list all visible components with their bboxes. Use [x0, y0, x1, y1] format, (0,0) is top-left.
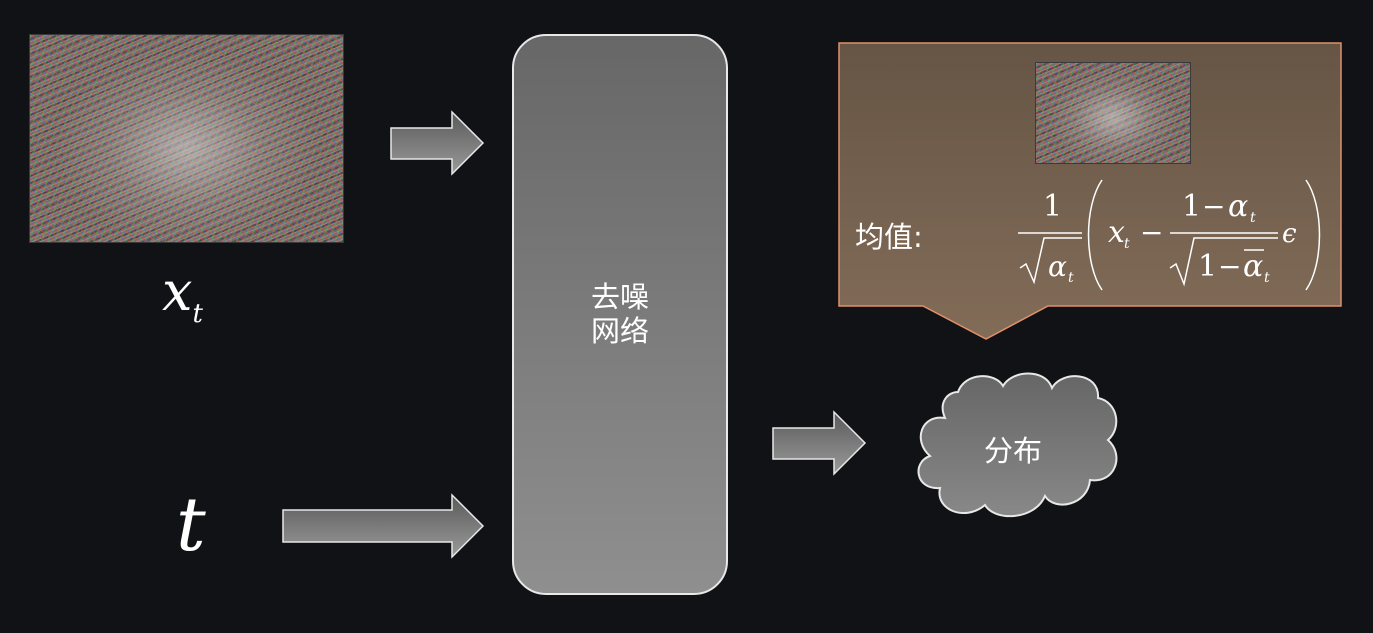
- formula-outer-sqrt: [1019, 237, 1082, 285]
- distribution-label: 分布: [983, 434, 1042, 468]
- formula-epsilon: ϵ: [1282, 219, 1297, 249]
- xt-label-sub: t: [192, 298, 203, 329]
- formula-sqrt-alpha: α: [1048, 250, 1067, 283]
- formula-x: x: [1108, 215, 1125, 250]
- formula-inner-num-alpha-sub: t: [1250, 210, 1256, 226]
- callout-noisy-image: [1035, 62, 1191, 164]
- distribution-cloud: [917, 372, 1118, 518]
- formula-minus: −: [1140, 216, 1163, 249]
- mean-callout-box: [838, 42, 1342, 340]
- xt-label: xt: [162, 262, 203, 344]
- formula-inner-den-one: 1: [1198, 249, 1217, 284]
- network-label-line1: 去噪: [590, 280, 649, 314]
- formula-x-sub: t: [1124, 236, 1130, 252]
- xt-label-x: x: [162, 260, 193, 323]
- formula-inner-num-one: 1: [1182, 189, 1201, 224]
- timestep-label: t: [176, 482, 206, 568]
- formula-sqrt-alpha-sub: t: [1068, 270, 1074, 286]
- formula-inner-num-minus: −: [1202, 190, 1225, 223]
- arrow-timestep-to-network: [282, 493, 485, 559]
- arrow-image-to-network: [390, 110, 485, 176]
- formula-inner-num-alpha: α: [1228, 189, 1248, 224]
- mean-label: 均值:: [855, 220, 923, 254]
- arrow-network-to-distribution: [772, 410, 867, 476]
- formula-left-paren: [1087, 179, 1103, 291]
- denoising-network-block: [512, 34, 728, 595]
- denoising-network-label: 去噪 网络: [512, 280, 728, 348]
- formula-inner-den-minus: −: [1218, 250, 1241, 283]
- mean-formula: 1 α t x t − 1 − α t 1 − α t ϵ: [1018, 179, 1321, 291]
- network-label-line2: 网络: [590, 314, 649, 348]
- formula-inner-den-alpha-sub: t: [1264, 270, 1270, 286]
- formula-right-paren: [1305, 179, 1321, 291]
- formula-numerator: 1: [1043, 189, 1062, 224]
- formula-inner-sqrt: [1169, 237, 1278, 287]
- noisy-input-image: [29, 34, 344, 243]
- formula-inner-den-alpha: α: [1243, 249, 1263, 284]
